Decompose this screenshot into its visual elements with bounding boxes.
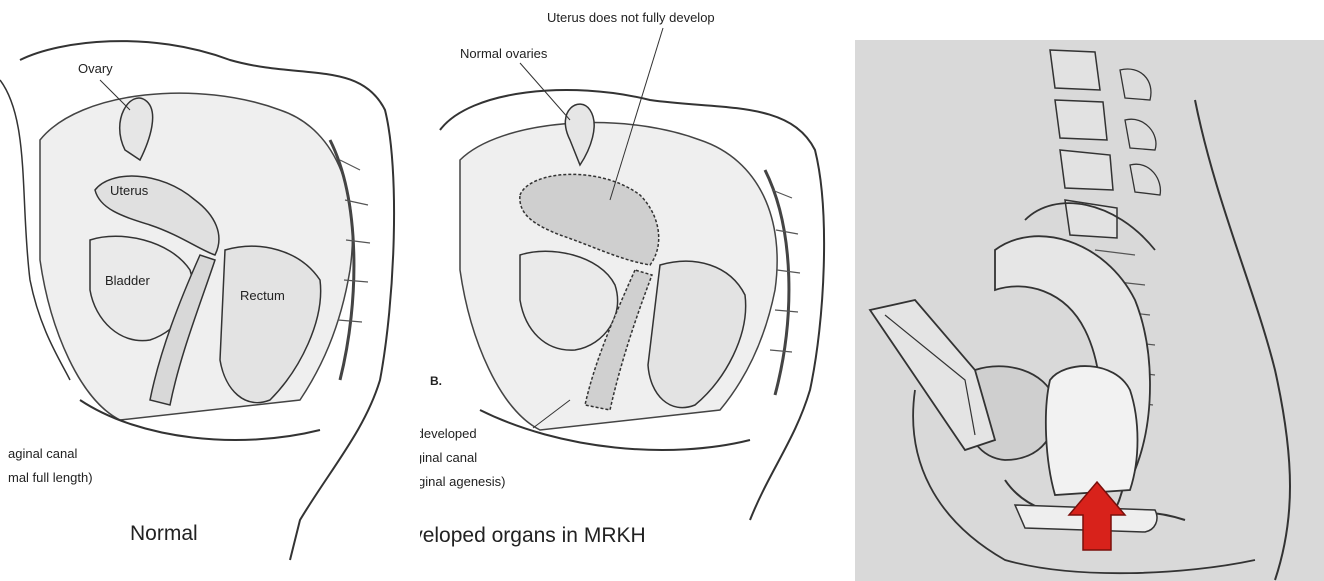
mrkh-anatomy-panel: Uterus does not fully develop Normal ova… <box>420 0 850 581</box>
mrkh-anatomy-illustration: Uterus does not fully develop Normal ova… <box>420 0 850 581</box>
label-vaginal-canal-2: mal full length) <box>8 470 93 485</box>
normal-anatomy-panel: Ovary Uterus Bladder Rectum aginal canal… <box>0 0 420 581</box>
label-undeveloped-3: (vaginal agenesis) <box>420 474 506 489</box>
caption-mrkh: Undeveloped organs in MRKH <box>420 524 646 547</box>
label-bladder: Bladder <box>105 273 150 288</box>
vaginal-creation-illustration <box>855 40 1324 581</box>
label-undeveloped-2: Vaginal canal <box>420 450 477 465</box>
label-undeveloped-1: Undeveloped <box>420 426 477 441</box>
label-uterus-note: Uterus does not fully develop <box>547 10 715 25</box>
label-normal-ovaries: Normal ovaries <box>460 46 548 61</box>
label-ovary: Ovary <box>78 61 113 76</box>
label-rectum: Rectum <box>240 288 285 303</box>
label-vaginal-canal-1: aginal canal <box>8 446 77 461</box>
label-uterus: Uterus <box>110 183 149 198</box>
label-panel-b: B. <box>430 374 442 388</box>
caption-normal: Normal <box>130 522 198 545</box>
vaginal-space-shape <box>1046 366 1138 495</box>
vaginal-creation-panel <box>855 40 1324 581</box>
normal-anatomy-illustration: Ovary Uterus Bladder Rectum aginal canal… <box>0 0 420 581</box>
